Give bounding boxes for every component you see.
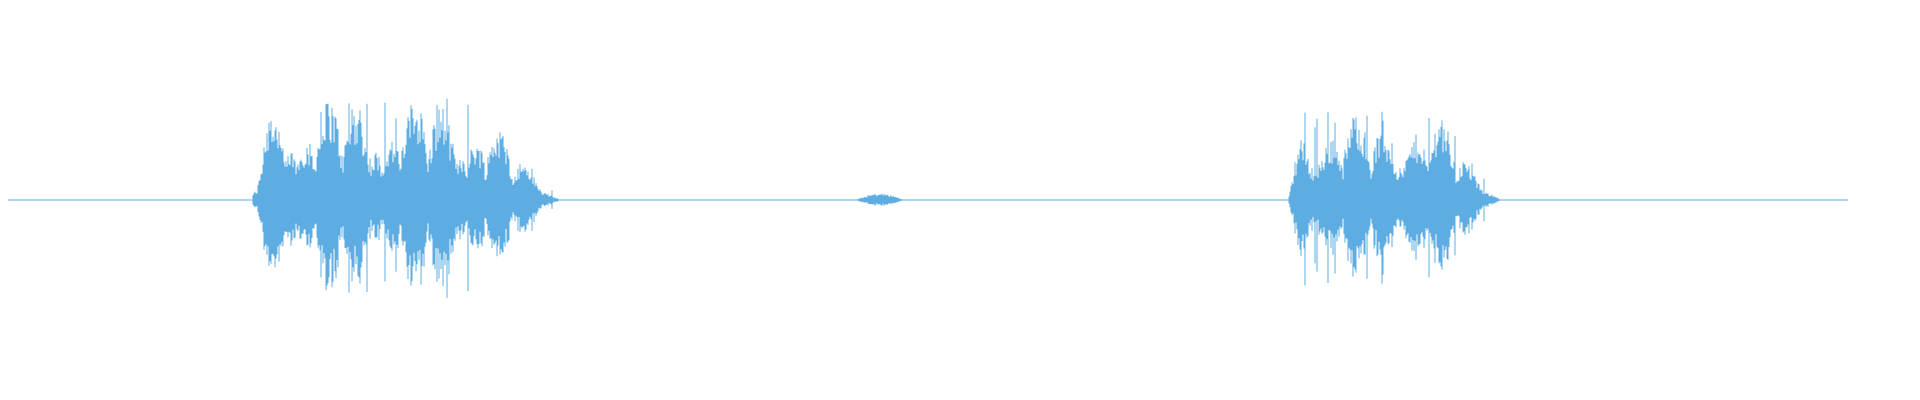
waveform-signal [251, 98, 1501, 298]
